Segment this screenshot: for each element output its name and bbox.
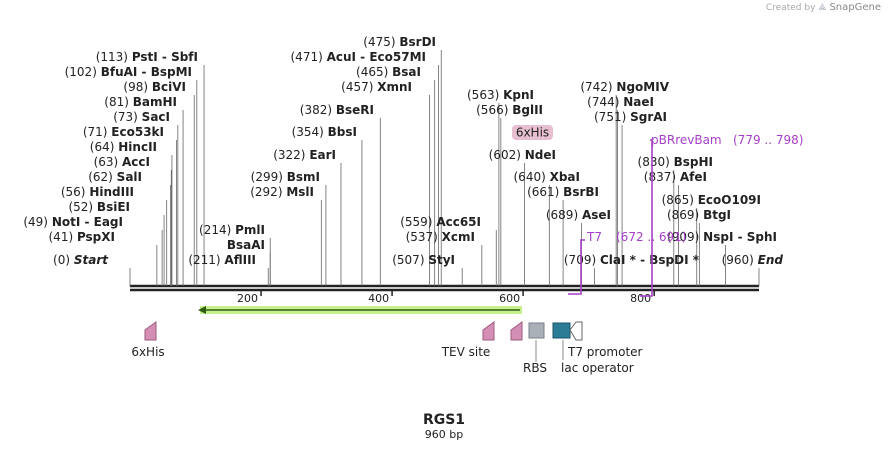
ruler-tick-label: 600 xyxy=(499,292,520,305)
credit: Created by ⟁ SnapGene xyxy=(766,2,881,13)
rbs-label: RBS xyxy=(523,361,547,375)
restriction-site-label[interactable]: (382) BseRI xyxy=(300,103,374,117)
restriction-site-label[interactable]: (559) Acc65I xyxy=(400,215,481,229)
restriction-site-label[interactable]: (49) NotI - EagI xyxy=(23,215,123,229)
restriction-site-label[interactable]: (292) MslI xyxy=(250,185,314,199)
restriction-site-label[interactable]: (73) SacI xyxy=(113,110,170,124)
his-tag-top-label: 6xHis xyxy=(516,126,549,140)
restriction-site-label[interactable]: (709) ClaI * - BspDI * xyxy=(564,253,700,267)
restriction-site-label[interactable]: (102) BfuAI - BspMI xyxy=(65,65,192,79)
restriction-site-label[interactable]: (507) StyI xyxy=(392,253,455,267)
restriction-site-label[interactable]: (63) AccI xyxy=(94,155,150,169)
restriction-site-label[interactable]: (81) BamHI xyxy=(104,95,177,109)
primer-t7-range: (672 .. 691) xyxy=(616,230,686,244)
restriction-site-label[interactable]: (960) End xyxy=(722,253,784,267)
orf-arrowhead-icon xyxy=(198,306,206,314)
restriction-site-label[interactable]: (211) AflIII xyxy=(188,253,256,267)
restriction-site-label[interactable]: (475) BsrDI xyxy=(363,35,436,49)
primer-pbrrevbam-arrow[interactable] xyxy=(640,139,653,297)
primer-t7-arrow[interactable] xyxy=(568,239,585,295)
restriction-site-label[interactable]: (465) BsaI xyxy=(356,65,421,79)
restriction-site-label[interactable]: (354) BbsI xyxy=(292,125,357,139)
site-lines xyxy=(129,50,760,286)
restriction-site-label[interactable]: (744) NaeI xyxy=(587,95,654,109)
restriction-site-label[interactable]: (64) HincII xyxy=(90,140,157,154)
t7-promoter-label: T7 promoter xyxy=(567,345,643,359)
restriction-site-label[interactable]: (214) PmlI xyxy=(199,223,265,237)
restriction-site-label[interactable]: (566) BglII xyxy=(476,103,543,117)
his-tag-label: 6xHis xyxy=(131,345,164,359)
primer-pbrrevbam-range: (779 .. 798) xyxy=(733,133,803,147)
restriction-site-label[interactable]: BsaAI xyxy=(227,238,265,252)
restriction-site-label[interactable]: (661) BsrBI xyxy=(527,185,599,199)
his-tag-2-feature[interactable] xyxy=(510,321,523,341)
tev-site-feature[interactable] xyxy=(482,321,495,341)
restriction-site-label[interactable]: (689) AseI xyxy=(546,208,611,222)
restriction-site-label[interactable]: (830) BspHI xyxy=(638,155,713,169)
credit-prefix: Created by xyxy=(765,2,816,13)
restriction-site-label[interactable]: (537) XcmI xyxy=(406,230,475,244)
restriction-site-label[interactable]: (52) BsiEI xyxy=(68,200,130,214)
rbs-feature[interactable] xyxy=(528,322,545,339)
lac-operator-feature[interactable] xyxy=(569,321,583,341)
ruler-tick-label: 400 xyxy=(368,292,389,305)
restriction-site-label[interactable]: (113) PstI - SbfI xyxy=(96,50,198,64)
site-labels: (0) Start (41) PspXI(49) NotI - EagI(52) … xyxy=(23,35,783,267)
restriction-site-label[interactable]: (751) SgrAI xyxy=(594,110,667,124)
map-length: 960 bp xyxy=(425,428,463,441)
map-title: RGS1 xyxy=(423,412,465,428)
restriction-site-label[interactable]: (0) Start xyxy=(53,253,109,267)
restriction-site-label[interactable]: (602) NdeI xyxy=(489,148,556,162)
restriction-site-label[interactable]: (742) NgoMIV xyxy=(580,80,669,94)
restriction-site-label[interactable]: (56) HindIII xyxy=(61,185,134,199)
restriction-site-label[interactable]: (471) AcuI - Eco57MI xyxy=(291,50,427,64)
snapgene-logo-icon: ⟁ xyxy=(818,2,827,13)
primer-t7-name: T7 xyxy=(586,230,602,244)
his-tag-top-badge[interactable] xyxy=(512,125,553,140)
tev-site-label: TEV site xyxy=(441,345,491,359)
restriction-site-label[interactable]: (909) NspI - SphI xyxy=(667,230,777,244)
ruler-tick-label: 200 xyxy=(237,292,258,305)
restriction-site-label[interactable]: (640) XbaI xyxy=(514,170,581,184)
restriction-site-label[interactable]: (322) EarI xyxy=(273,148,336,162)
restriction-site-label[interactable]: (71) Eco53kI xyxy=(83,125,164,139)
restriction-site-label[interactable]: (563) KpnI xyxy=(467,88,534,102)
restriction-site-label[interactable]: (837) AfeI xyxy=(644,170,707,184)
restriction-site-label[interactable]: (299) BsmI xyxy=(251,170,320,184)
restriction-site-label[interactable]: (98) BciVI xyxy=(123,80,186,94)
restriction-site-label[interactable]: (865) EcoO109I xyxy=(662,193,761,207)
restriction-site-label[interactable]: (62) SalI xyxy=(88,170,142,184)
restriction-site-label[interactable]: (869) BtgI xyxy=(667,208,731,222)
his-tag-feature[interactable] xyxy=(144,321,157,341)
lac-operator-label: lac operator xyxy=(561,361,634,375)
primer-pbrrevbam-name: pBRrevBam xyxy=(651,133,722,147)
credit-brand: SnapGene xyxy=(829,2,881,13)
restriction-site-label[interactable]: (457) XmnI xyxy=(341,80,412,94)
t7-promoter-feature[interactable] xyxy=(552,322,571,339)
ruler: 200 400 600 800 xyxy=(237,290,655,305)
ruler-tick-label: 800 xyxy=(630,292,651,305)
restriction-site-label[interactable]: (41) PspXI xyxy=(49,230,116,244)
